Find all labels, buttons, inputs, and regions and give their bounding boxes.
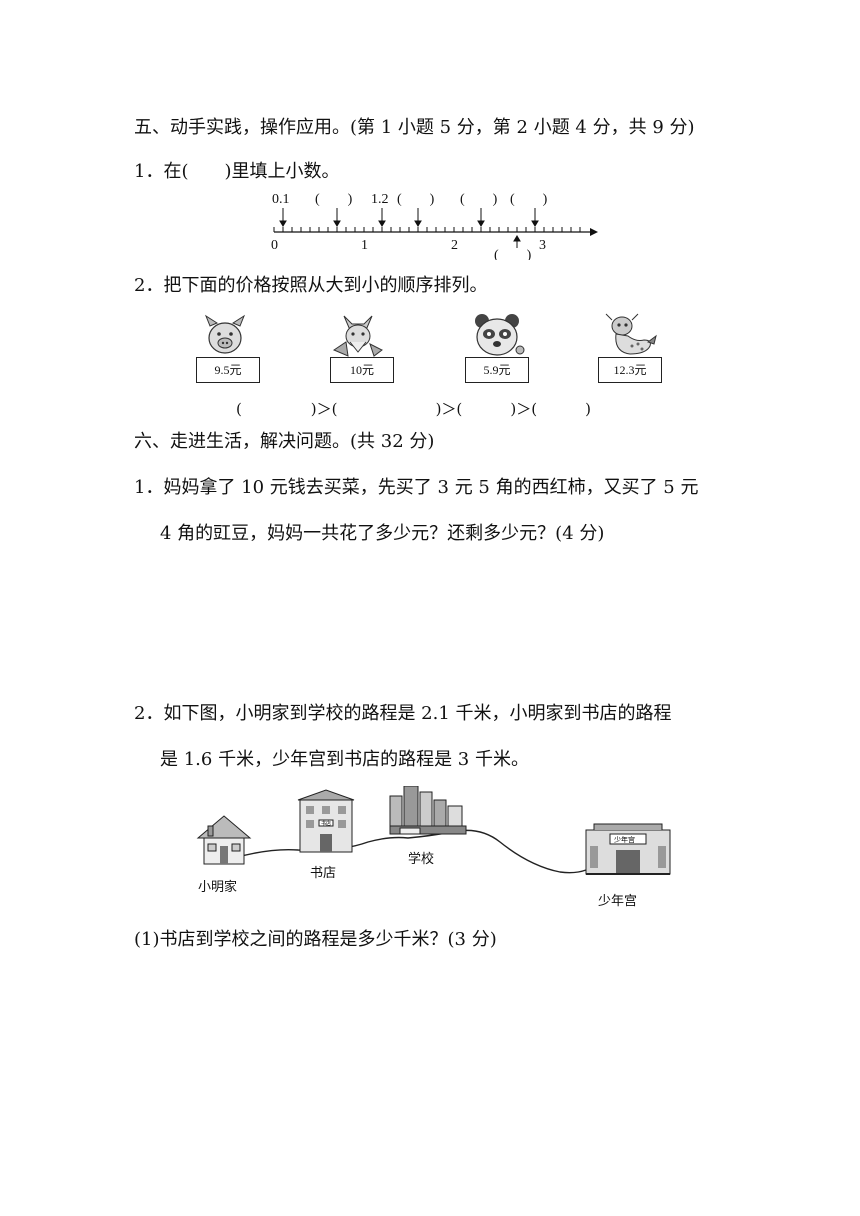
question-2-order-prices: 2．把下面的价格按照从大到小的顺序排列。 bbox=[134, 275, 488, 296]
question-1-line-1: 1．妈妈拿了 10 元钱去买菜，先买了 3 元 5 角的西红柿，又买了 5 元 bbox=[134, 477, 699, 498]
label-youth-palace: 少年宫 bbox=[598, 894, 638, 909]
fox-icon bbox=[332, 315, 383, 357]
question-2-line-2: 是 1.6 千米，少年宫到书店的路程是 3 千米。 bbox=[160, 749, 529, 770]
tick-label-3: 3 bbox=[539, 238, 546, 253]
youth-palace-building-icon: 少年宫 bbox=[585, 823, 671, 875]
order-part-0: ( bbox=[236, 400, 242, 418]
question-1-line-2: 4 角的豇豆，妈妈一共花了多少元？还剩多少元？(4 分) bbox=[160, 523, 605, 544]
pig-icon bbox=[204, 314, 246, 354]
number-line: 0 1 2 3 0.1 ( ) 1.2 ( ) ( ) ( ) ( ) bbox=[271, 192, 598, 260]
house-icon bbox=[196, 815, 252, 865]
tick-label-0: 0 bbox=[271, 238, 278, 253]
label-bookstore: 书店 bbox=[310, 866, 337, 881]
panda-icon bbox=[475, 314, 525, 356]
label-xiaoming-home: 小明家 bbox=[198, 880, 238, 895]
svg-text:少年宫: 少年宫 bbox=[614, 835, 635, 844]
top-label-4: ( ) bbox=[460, 192, 498, 207]
section6-heading: 六、走进生活，解决问题。(共 32 分) bbox=[134, 431, 435, 452]
tick-label-2: 2 bbox=[451, 238, 458, 253]
route-map: 书店 少年宫 bbox=[196, 786, 671, 875]
question-2-line-1: 2．如下图，小明家到学校的路程是 2.1 千米，小明家到书店的路程 bbox=[134, 703, 672, 724]
tick-label-1: 1 bbox=[361, 238, 368, 253]
order-part-2: )＞( bbox=[435, 400, 463, 418]
price-tag-pig: 9.5元 bbox=[196, 357, 260, 383]
top-label-3: ( ) bbox=[397, 192, 435, 207]
order-part-1: )＞( bbox=[310, 400, 338, 418]
section5-heading: 五、动手实践，操作应用。(第 1 小题 5 分，第 2 小题 4 分，共 9 分… bbox=[134, 117, 695, 138]
order-answer-row: ( )＞( )＞( )＞( ) bbox=[236, 398, 591, 419]
order-part-3: )＞( bbox=[510, 400, 538, 418]
order-part-4: ) bbox=[585, 400, 591, 418]
school-buildings-icon bbox=[389, 786, 467, 835]
deer-icon bbox=[605, 313, 657, 355]
bottom-label: ( ) bbox=[494, 248, 532, 260]
top-label-1: ( ) bbox=[315, 192, 353, 207]
top-label-2: 1.2 bbox=[371, 192, 389, 207]
subquestion-1: (1)书店到学校之间的路程是多少千米？(3 分) bbox=[134, 929, 497, 950]
label-school: 学校 bbox=[408, 852, 435, 867]
price-tag-deer: 12.3元 bbox=[598, 357, 662, 383]
top-label-5: ( ) bbox=[510, 192, 548, 207]
svg-text:书店: 书店 bbox=[321, 820, 331, 827]
top-label-0: 0.1 bbox=[272, 192, 290, 207]
price-tag-fox: 10元 bbox=[330, 357, 394, 383]
bookstore-building-icon: 书店 bbox=[297, 789, 355, 853]
price-tag-panda: 5.9元 bbox=[465, 357, 529, 383]
question-1-fill-decimals: 1．在( )里填上小数。 bbox=[134, 161, 340, 182]
